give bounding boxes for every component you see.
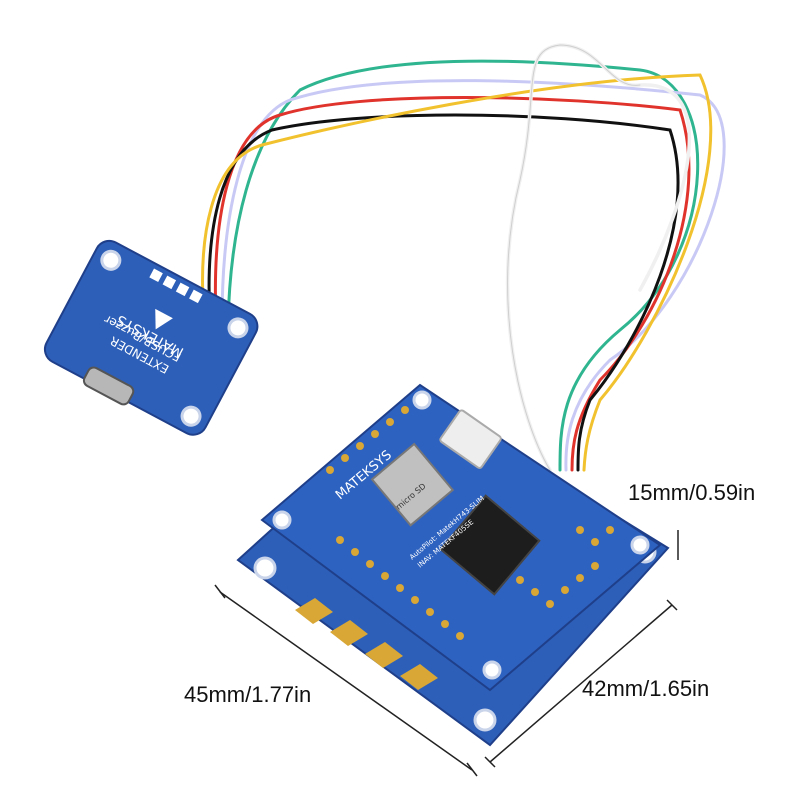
- pad-row: [189, 289, 203, 304]
- mount-hole: [272, 510, 292, 530]
- width-dimension-label: 45mm/1.77in: [184, 682, 312, 707]
- mount-hole: [100, 249, 122, 271]
- mount-hole: [227, 317, 249, 339]
- sd-card-slot: [370, 442, 455, 527]
- depth-dimension-line: [489, 604, 673, 763]
- depth-dimension-label: 42mm/1.65in: [582, 676, 710, 701]
- wire-red: [213, 96, 691, 472]
- mount-hole: [473, 708, 497, 732]
- wire-white-outline: [507, 44, 641, 471]
- pad-row: [149, 268, 163, 283]
- mount-hole: [412, 390, 432, 410]
- mount-hole: [180, 405, 202, 427]
- flight-controller-board: micro SD MATEKSYS AutoPilot: MatekH743-S…: [260, 383, 662, 692]
- usb-c-port: [82, 366, 135, 406]
- wire-lavender: [220, 79, 726, 472]
- dimension-lines: [214, 530, 679, 777]
- mount-hole: [253, 556, 277, 580]
- wire-yellow: [201, 73, 713, 472]
- extender-board: MATEKSYS FCUSB/Buzzer EXTENDER: [43, 239, 259, 436]
- connector-jst: [439, 409, 502, 469]
- pad-row: [175, 282, 190, 297]
- height-dimension-label: 15mm/0.59in: [628, 480, 756, 505]
- mcu-chip: [439, 494, 541, 596]
- width-dimension-line: [219, 591, 473, 771]
- pad-row: [162, 275, 177, 290]
- wire-green: [226, 59, 700, 472]
- mount-hole: [630, 535, 650, 555]
- wire-harness: [201, 43, 726, 472]
- mount-hole: [482, 660, 502, 680]
- solder-pad-grid: [326, 406, 614, 640]
- matek-logo: [155, 308, 173, 330]
